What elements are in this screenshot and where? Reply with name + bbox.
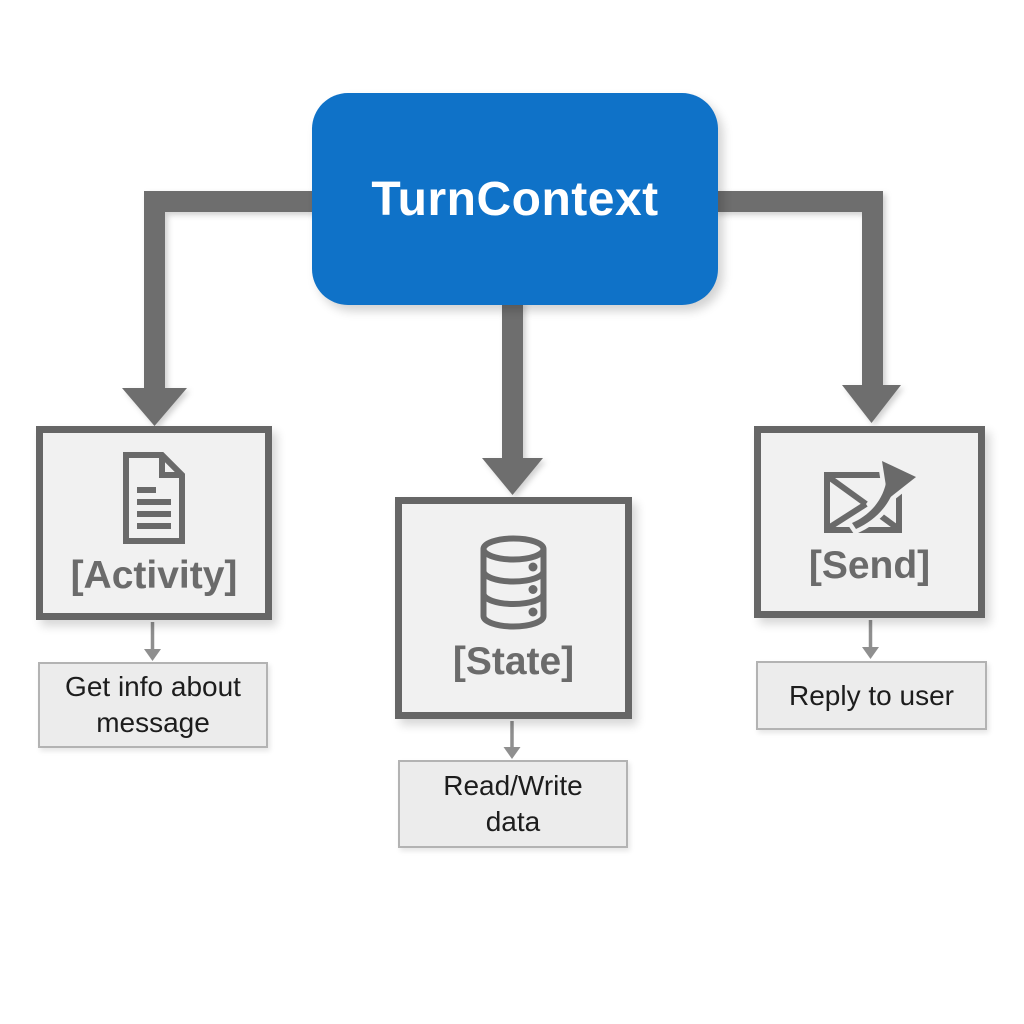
activity-sublabel-box: Get info about message [38, 662, 268, 748]
send-label: [Send] [808, 544, 931, 587]
connector-turncontext-to-state [482, 300, 543, 495]
state-label: [State] [452, 640, 575, 683]
turncontext-label: TurnContext [371, 172, 659, 226]
send-envelope-icon [823, 459, 916, 534]
turncontext-node[interactable]: TurnContext [312, 93, 718, 305]
activity-label: [Activity] [70, 553, 238, 597]
connector-turncontext-to-activity [122, 191, 316, 426]
document-icon [123, 451, 185, 544]
send-arrow-swoosh [844, 459, 916, 534]
send-sublabel-box: Reply to user [756, 661, 987, 730]
activity-node[interactable]: [Activity] [36, 426, 272, 620]
send-sublabel: Reply to user [789, 679, 954, 711]
state-sublabel: Read/Write data [443, 770, 583, 837]
state-sublabel-box: Read/Write data [398, 760, 628, 848]
arrow-state-to-sublabel [503, 721, 521, 759]
database-icon [480, 535, 547, 630]
arrow-activity-to-sublabel [144, 622, 161, 661]
arrow-send-to-sublabel [862, 620, 879, 659]
connector-turncontext-to-send [714, 191, 901, 423]
activity-sublabel: Get info about message [65, 671, 241, 738]
send-node[interactable]: [Send] [754, 426, 985, 618]
state-node[interactable]: [State] [395, 497, 632, 719]
